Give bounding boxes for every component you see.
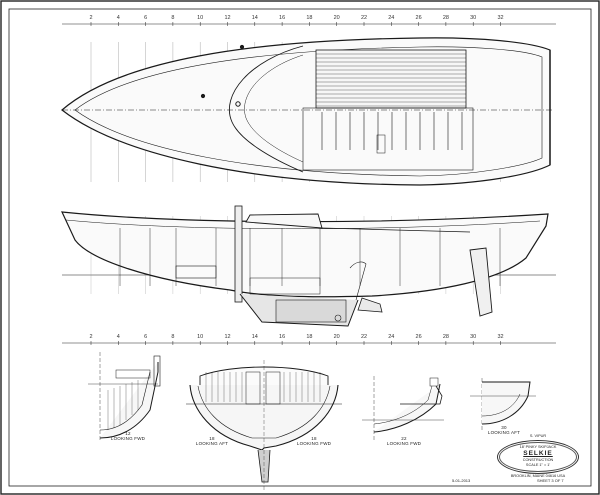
station-tick-label: 30 (470, 334, 477, 340)
inner-border (8, 8, 592, 487)
station-tick-label: 22 (360, 334, 368, 340)
section-22-drawing (362, 376, 444, 440)
profile-ballast (275, 299, 347, 323)
station-tick-label: 26 (415, 15, 422, 21)
station-tick-label: 8 (171, 15, 175, 21)
title-block-oval-inner (499, 442, 577, 472)
station-tick-label: 6 (144, 15, 148, 21)
title-block-scale: SCALE 1" = 1' (525, 463, 551, 467)
station-tick-label: 26 (415, 334, 422, 340)
profile-bunk (249, 277, 321, 295)
station-tick-label: 12 (224, 334, 231, 340)
title-block-design: 18' PINKY SKIPJACK (519, 445, 557, 449)
station-tick-label: 20 (333, 15, 340, 21)
plan-cabin-slats (316, 53, 466, 107)
station-tick-label: 28 (442, 334, 449, 340)
station-tick-label: 10 (197, 15, 204, 21)
title-block-top: S. VIPUR (529, 434, 547, 438)
station-tick-label: 10 (197, 334, 204, 340)
profile-coaming (321, 227, 471, 233)
plan-inwale (74, 46, 543, 177)
station-tick-label: 18 (306, 334, 313, 340)
plan-cleat (235, 101, 241, 107)
plan-hull-outline (61, 37, 551, 186)
profile-cabin (245, 213, 323, 229)
title-block-drawing: CONSTRUCTION (522, 458, 554, 462)
station-ruler-top (62, 22, 556, 26)
station-tick-label: 32 (497, 15, 504, 21)
plan-cabin-top (315, 49, 467, 109)
section-18-drawing (186, 360, 342, 490)
drawing-date: 5-01-2013 (452, 478, 471, 483)
title-block-oval (497, 440, 579, 474)
plan-view (61, 37, 552, 186)
profile-rudder (469, 247, 493, 317)
station-tick-label: 6 (144, 334, 148, 340)
station-tick-label: 24 (388, 15, 395, 21)
title-block: S. VIPUR 18' PINKY SKIPJACK SELKIE CONST… (497, 434, 579, 478)
plan-mast-partner (239, 44, 245, 50)
profile-sheer-clamp (65, 219, 541, 229)
title-block-designer: BROOKLIN, MAINE 04616 USA (510, 474, 566, 478)
profile-engine (175, 265, 217, 279)
profile-keelbolt (334, 314, 342, 322)
profile-frames (119, 228, 501, 286)
station-tick-label: 8 (171, 334, 175, 340)
station-tick-label: 28 (442, 15, 449, 21)
profile-trunk (349, 261, 367, 301)
plan-frames (321, 112, 463, 150)
station-tick-label: 14 (251, 334, 258, 340)
station-tick-label: 12 (224, 15, 231, 21)
station-tick-label: 32 (497, 334, 504, 340)
station-tick-label: 20 (333, 334, 340, 340)
station-tick-label: 16 (279, 334, 286, 340)
station-tick-label: 2 (89, 15, 93, 21)
station-tick-label: 22 (360, 15, 368, 21)
profile-skeg (357, 297, 383, 313)
station-ruler-middle (62, 341, 556, 345)
station-tick-label: 4 (116, 15, 120, 21)
station-tick-label: 2 (89, 334, 93, 340)
station-tick-label: 16 (279, 15, 286, 21)
plan-hatch (376, 134, 386, 154)
title-block-boat-name: SELKIE (523, 450, 553, 457)
station-tick-label: 4 (116, 334, 120, 340)
station-tick-label: 14 (251, 15, 258, 21)
section-12-drawing (88, 352, 161, 440)
plan-foredeck-inner (244, 54, 304, 163)
station-tick-label: 24 (388, 334, 395, 340)
section-30-drawing (470, 378, 536, 430)
station-tick-label: 18 (306, 15, 313, 21)
plan-fitting (200, 93, 206, 99)
sheet-number: SHEET 3 OF 7 (537, 478, 564, 483)
plan-foredeck-edge (228, 45, 304, 173)
profile-view (61, 205, 556, 327)
profile-mast (234, 205, 243, 303)
station-tick-label: 30 (470, 15, 477, 21)
plan-cockpit-sole (302, 107, 474, 171)
